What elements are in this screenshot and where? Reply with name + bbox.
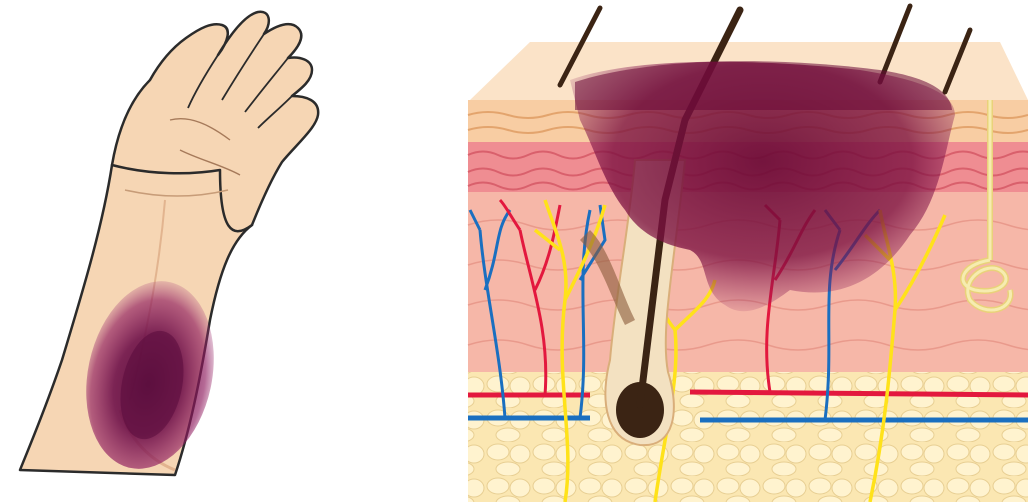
artery-right <box>690 392 1028 395</box>
skin-svg <box>440 0 1028 502</box>
forearm-illustration <box>0 0 440 502</box>
forearm-svg <box>0 0 440 502</box>
skin-cross-section <box>440 0 1028 502</box>
